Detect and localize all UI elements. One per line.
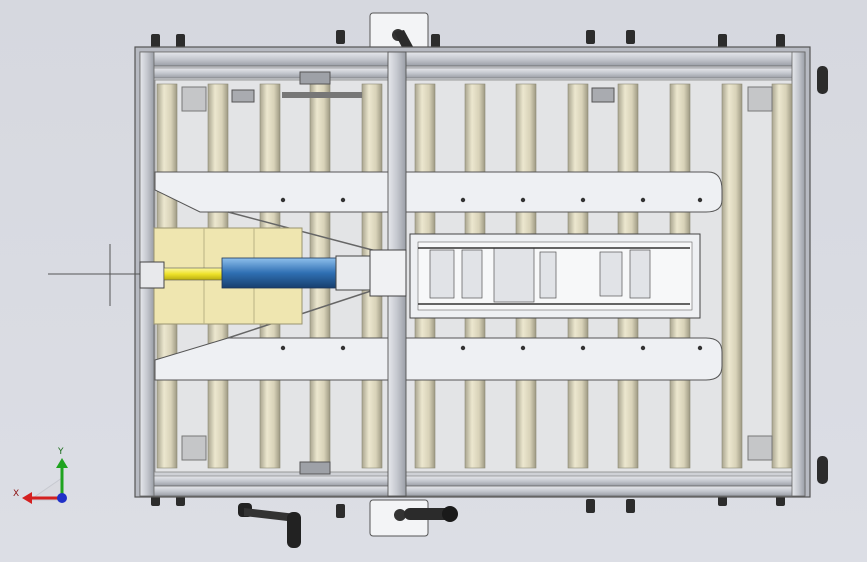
belt-bolts <box>280 197 703 351</box>
clamp-knob <box>626 499 635 513</box>
clamp-knob <box>718 34 727 48</box>
bolt <box>520 345 526 351</box>
bolt <box>580 197 586 203</box>
bolt <box>460 345 466 351</box>
bottom-crank-handle[interactable] <box>404 506 458 522</box>
bolt <box>640 197 646 203</box>
upper-side-belt <box>154 171 723 253</box>
lower-side-belt <box>154 287 723 381</box>
side-knob <box>817 456 828 484</box>
side-knob <box>817 66 828 94</box>
tape-roller <box>539 251 557 299</box>
tape-roller <box>493 247 535 303</box>
tape-head-mechanism <box>418 247 690 305</box>
bolt <box>580 345 586 351</box>
bolt <box>340 197 346 203</box>
pneumatic-pusher[interactable] <box>48 244 407 306</box>
clamp-knob <box>586 499 595 513</box>
clamp-knob <box>586 30 595 44</box>
clamp-knob <box>176 34 185 48</box>
coordinate-triad-icon: Y X <box>13 447 68 504</box>
roller <box>721 83 743 469</box>
clamp-knob <box>431 34 440 48</box>
corner-brackets <box>181 86 773 461</box>
tape-roller <box>629 249 651 299</box>
tape-roller <box>461 249 483 299</box>
axis-y-label: Y <box>57 447 64 457</box>
chain-drive <box>231 71 615 475</box>
clamp-knob <box>776 34 785 48</box>
clamp-knob <box>151 34 160 48</box>
bolt <box>697 345 703 351</box>
bolt <box>520 197 526 203</box>
clamp-knob <box>626 30 635 44</box>
bolt <box>640 345 646 351</box>
clamp-knob <box>336 30 345 44</box>
clamp-knob <box>336 504 345 518</box>
tape-roller <box>599 251 623 297</box>
axis-x-label: X <box>13 489 19 499</box>
roller <box>771 83 793 469</box>
bolt <box>340 345 346 351</box>
side-lever-handle[interactable] <box>238 503 301 548</box>
tape-roller <box>429 249 455 299</box>
bolt <box>697 197 703 203</box>
bolt <box>280 345 286 351</box>
bolt <box>280 197 286 203</box>
bolt <box>460 197 466 203</box>
